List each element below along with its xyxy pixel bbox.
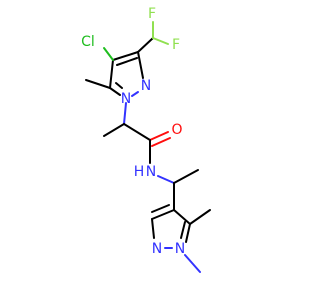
bond-nh-ch2 xyxy=(157,175,175,184)
atom-pyrazole-a-n1: N xyxy=(121,91,131,107)
bond-n1-n2 xyxy=(131,91,139,97)
bond-c5-methyl xyxy=(85,79,111,89)
bond-c5-methyl-lower xyxy=(189,209,211,225)
bond-carbonyl-o-inner xyxy=(151,137,171,147)
bond-ringc4-c5 xyxy=(173,209,191,225)
atom-amide-nitrogen: N xyxy=(146,164,156,180)
bond-ch2-methyl xyxy=(173,169,199,184)
atom-carbonyl-oxygen: O xyxy=(171,122,182,138)
bond-n1-methyl-lower xyxy=(184,254,201,273)
bond-c5-n1 xyxy=(109,87,121,96)
bond-c3-n2 xyxy=(137,51,144,79)
bond-carbonyl-o xyxy=(149,131,169,141)
bond-ch-carbonyl xyxy=(123,123,151,141)
bond-c4-cl xyxy=(103,47,114,61)
bond-c3-chf2 xyxy=(137,37,154,53)
bond-c-f-right xyxy=(152,37,169,45)
bond-c5-n1-inner xyxy=(115,82,123,89)
bond-c4-c3-inner xyxy=(116,57,138,66)
bond-n1-ch xyxy=(123,102,127,125)
bond-ch-methyl xyxy=(103,123,125,137)
bond-c3-n2-lower xyxy=(151,218,155,239)
bond-c4-c5 xyxy=(109,59,114,89)
bond-c5-n1-lower-inner xyxy=(180,221,186,239)
bond-c4-c3 xyxy=(112,51,139,61)
molecule-svg: Cl F F N N O N H N N xyxy=(81,6,211,273)
bond-ringc4-c3-inner xyxy=(151,204,170,213)
molecule-structure-canvas: Cl F F N N O N H N N xyxy=(81,6,211,273)
atom-amide-hydrogen: H xyxy=(134,164,145,180)
bond-c5-n1-lower xyxy=(185,223,191,243)
atom-pyrazole-a-n2: N xyxy=(141,78,151,94)
atom-pyrazole-b-n1: N xyxy=(175,241,185,257)
atom-chlorine: Cl xyxy=(81,34,95,50)
atom-fluorine-top: F xyxy=(148,6,156,22)
atom-pyrazole-b-n2: N xyxy=(152,241,162,257)
atom-fluorine-right: F xyxy=(172,37,180,53)
bond-ringc4-c3 xyxy=(151,209,175,220)
